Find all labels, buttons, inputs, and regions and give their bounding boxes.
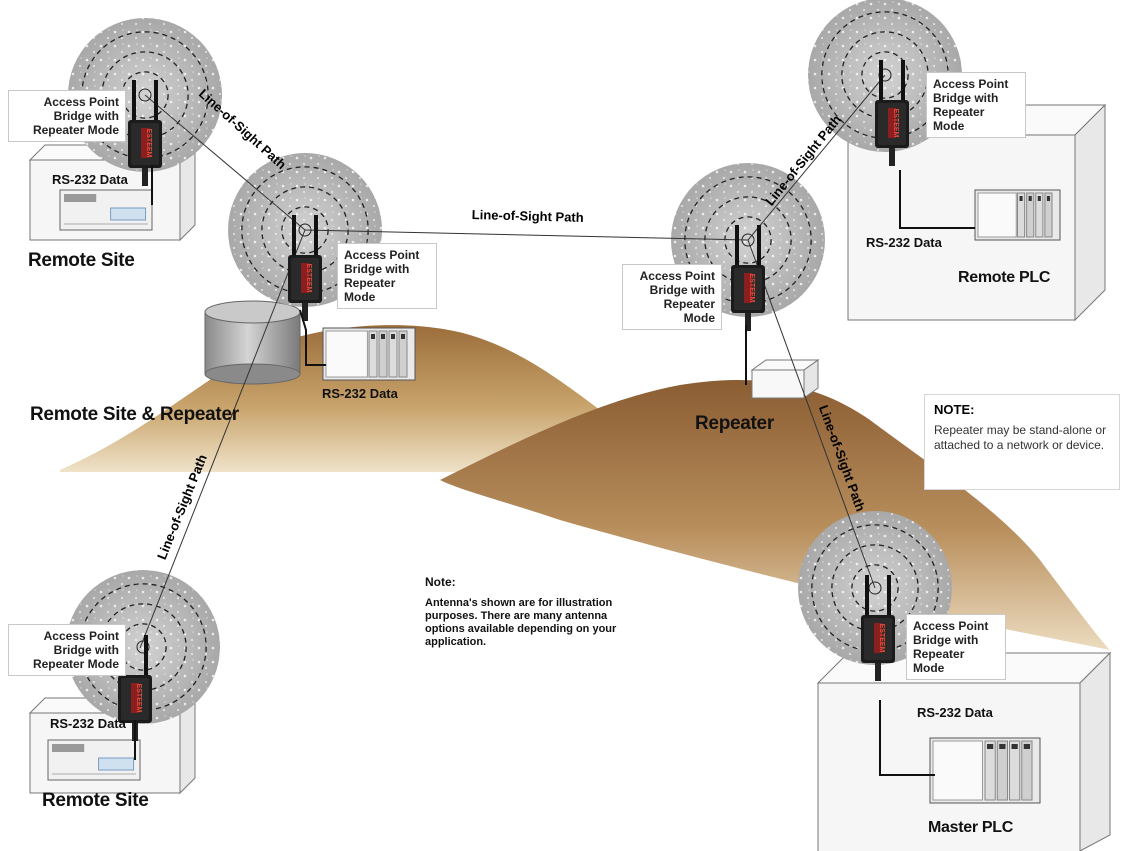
site-title-middle-left: Remote Site & Repeater <box>30 404 239 425</box>
rs232-label-middle-left: RS-232 Data <box>322 386 398 401</box>
radio-brand-label: ESTEEM <box>878 624 885 653</box>
ap-label-bottom-right: Access Point Bridge with Repeater Mode <box>906 614 1006 680</box>
water-tank-icon <box>204 300 301 385</box>
repeater-note-heading: NOTE: <box>934 402 975 417</box>
site-title-bottom-left: Remote Site <box>42 790 149 811</box>
ap-label-top-right: Access Point Bridge with Repeater Mode <box>926 72 1026 138</box>
terminal-bottom-left <box>47 739 141 781</box>
ap-label-top-left: Access Point Bridge with Repeater Mode <box>8 90 126 142</box>
radio-brand-label: ESTEEM <box>145 129 152 158</box>
radio-brand-label: ESTEEM <box>305 264 312 293</box>
rs232-label-bottom-right: RS-232 Data <box>917 705 993 720</box>
repeater-enclosure <box>750 359 820 399</box>
cable-top-right <box>899 170 975 229</box>
rs232-label-bottom-left: RS-232 Data <box>50 716 126 731</box>
rs232-label-top-right: RS-232 Data <box>866 235 942 250</box>
radio-brand-label: ESTEEM <box>135 684 142 713</box>
site-title-top-left: Remote Site <box>28 250 135 271</box>
halo-bottom-left <box>66 570 220 724</box>
antenna-note-heading: Note: <box>425 575 456 589</box>
halo-top-right <box>808 0 962 152</box>
site-title-middle-right: Repeater <box>695 413 774 434</box>
radio-middle-left: ESTEEM <box>288 215 322 321</box>
line-of-sight-paths <box>139 74 886 649</box>
plc-middle-left <box>322 327 416 381</box>
ap-label-bottom-left: Access Point Bridge with Repeater Mode <box>8 624 126 676</box>
antenna-note-text: Antenna's shown are for illustration pur… <box>425 597 617 648</box>
cable-bottom-right <box>879 700 935 776</box>
ap-label-middle-left: Access Point Bridge with Repeater Mode <box>337 243 437 309</box>
cable-middle-left <box>299 309 326 366</box>
los-line-tl-ml <box>144 94 306 231</box>
antenna-note: Note: Antenna's shown are for illustrati… <box>425 575 635 649</box>
radio-bottom-right: ESTEEM <box>861 575 895 681</box>
plc-bottom-right <box>929 737 1041 804</box>
los-label-ml-mr: Line-of-Sight Path <box>471 207 584 225</box>
radio-brand-label: ESTEEM <box>892 109 899 138</box>
plc-top-right <box>974 189 1061 241</box>
radio-top-left: ESTEEM <box>128 80 162 186</box>
los-line-mr-br <box>747 239 876 589</box>
site-title-top-right: Remote PLC <box>958 269 1051 286</box>
rs232-label-top-left: RS-232 Data <box>52 172 128 187</box>
radio-middle-right: ESTEEM <box>731 225 765 331</box>
terminal-top-left <box>59 189 153 231</box>
site-title-bottom-right: Master PLC <box>928 819 1014 836</box>
repeater-note-box: NOTE: Repeater may be stand-alone or att… <box>924 394 1120 490</box>
repeater-note-text: Repeater may be stand-alone or attached … <box>934 423 1107 452</box>
data-cables <box>134 165 975 776</box>
los-line-ml-mr <box>304 229 749 241</box>
radio-top-right: ESTEEM <box>875 60 909 166</box>
los-line-mr-tr <box>747 74 886 241</box>
radio-brand-label: ESTEEM <box>748 274 755 303</box>
los-line-ml-bl <box>139 229 306 649</box>
ap-label-middle-right: Access Point Bridge with Repeater Mode <box>622 264 722 330</box>
